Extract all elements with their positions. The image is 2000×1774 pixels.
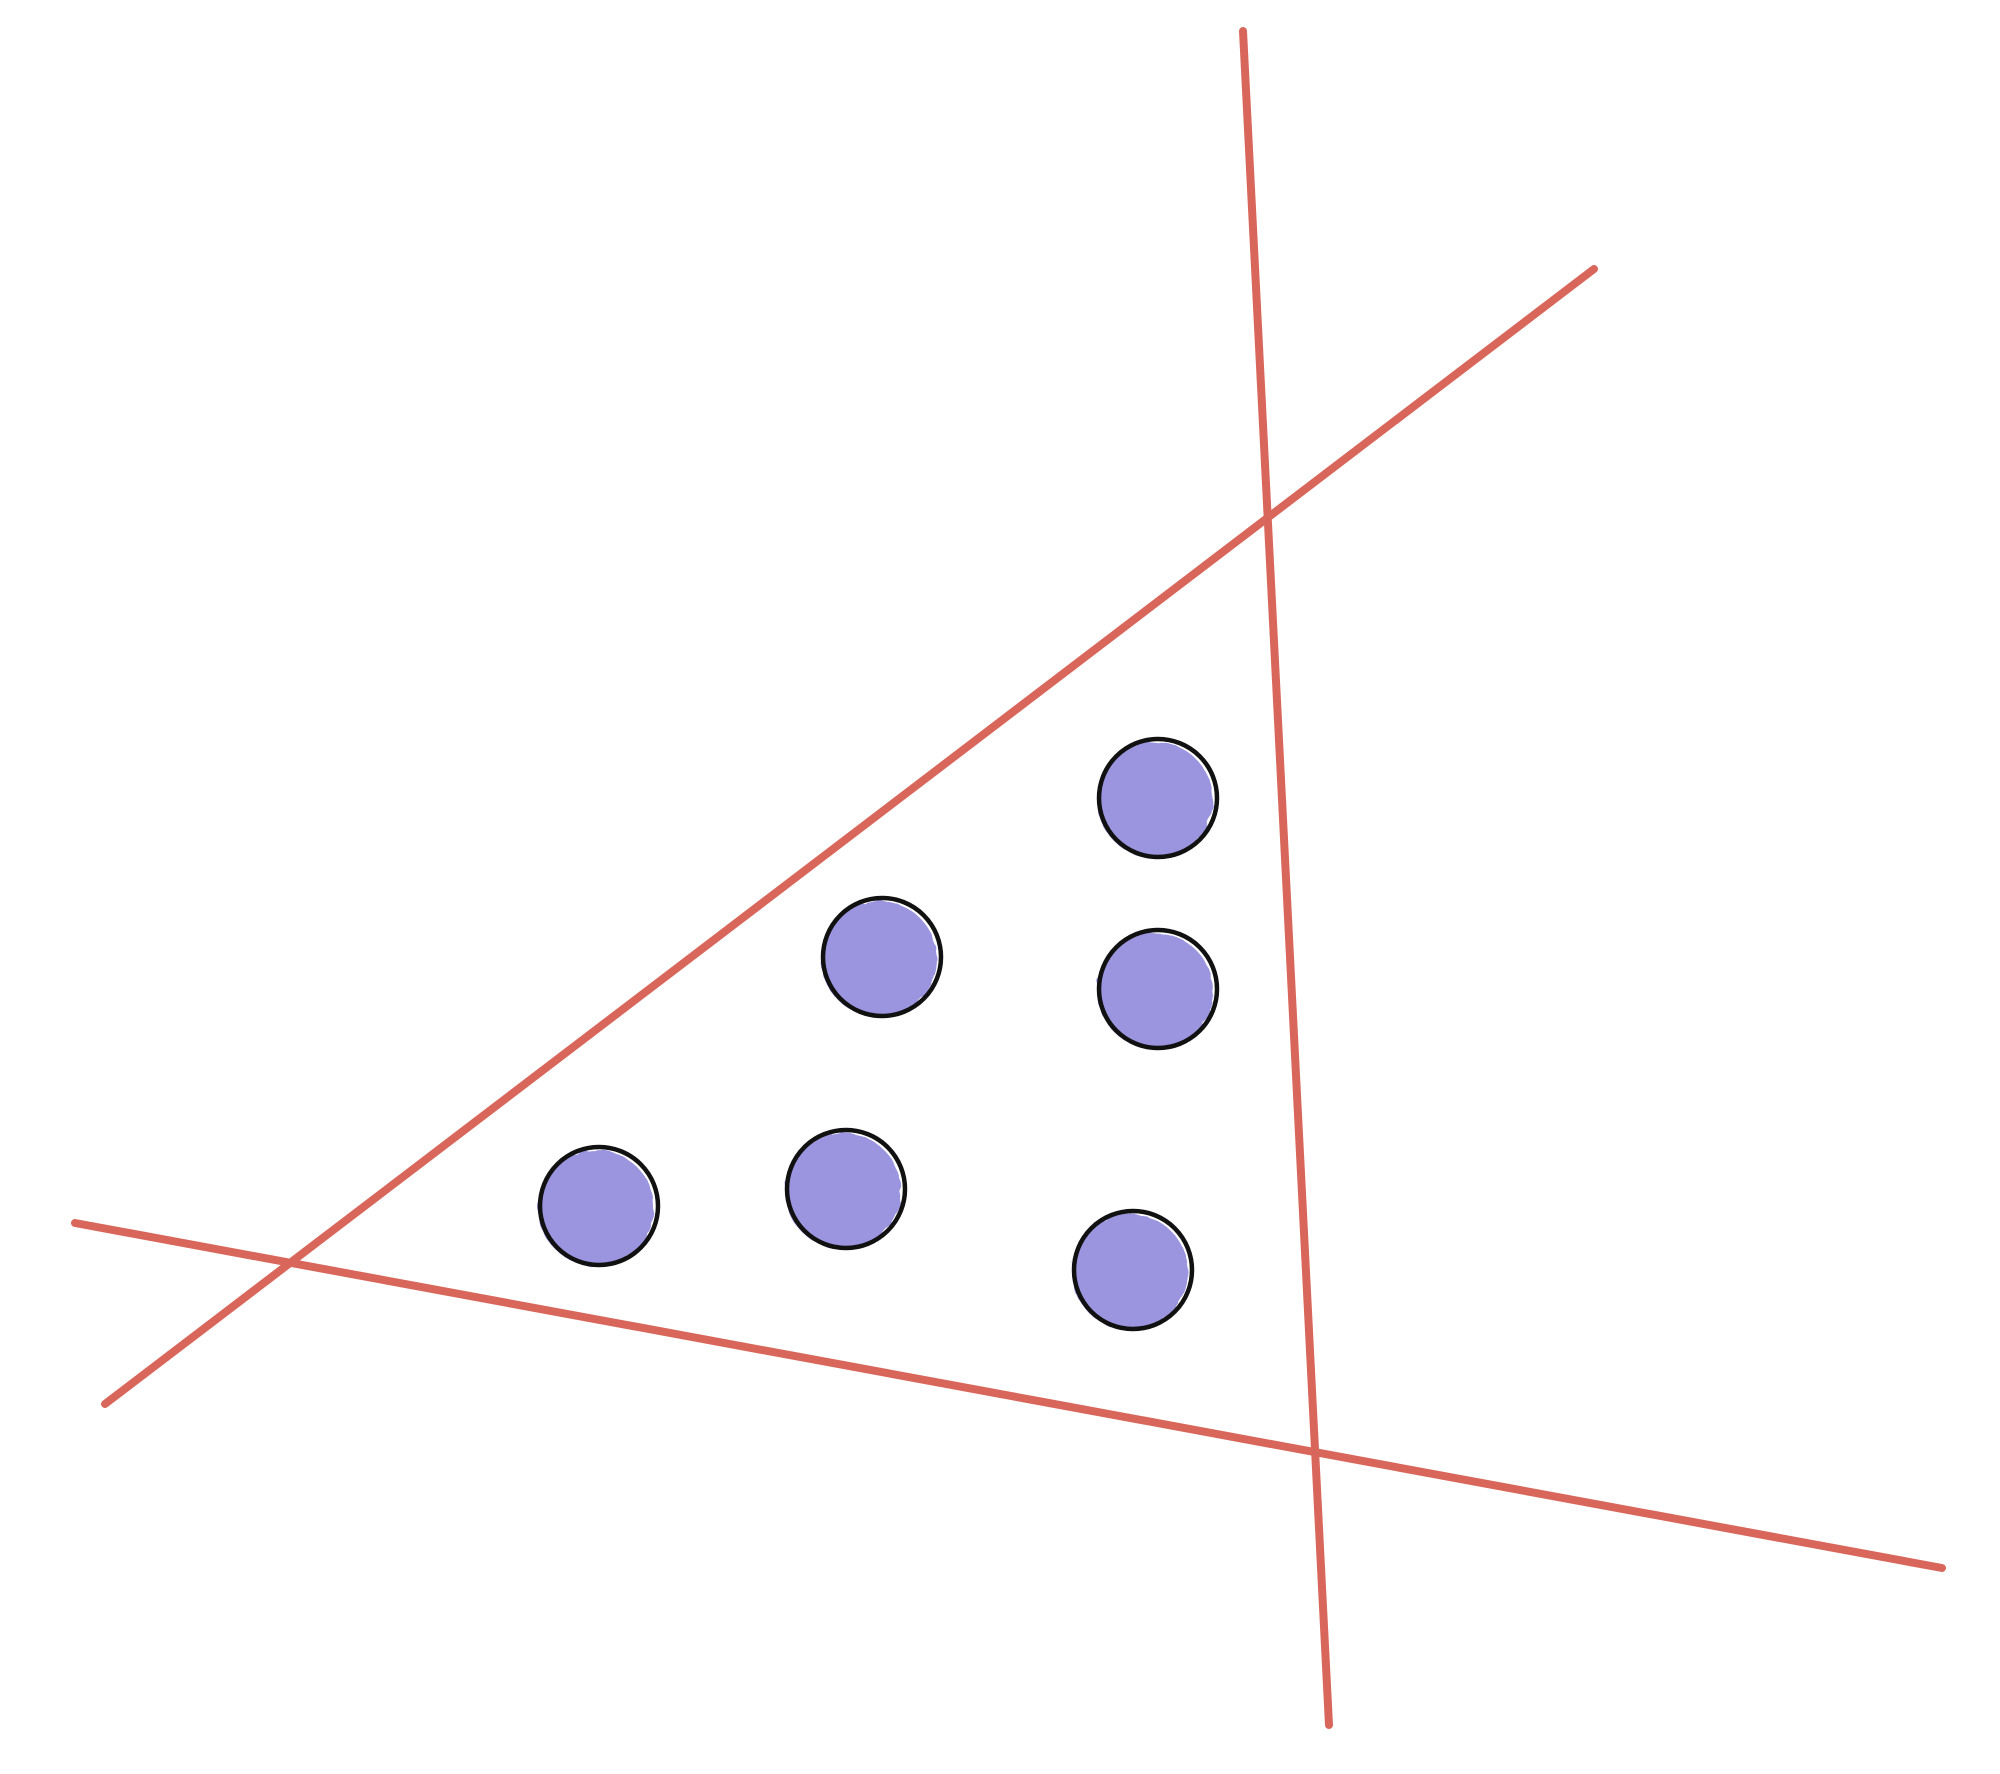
rising-diagonal-line [101, 265, 1598, 1408]
dot-top-right [1096, 736, 1220, 860]
dot-middle-left-outline [820, 895, 944, 1019]
dot-middle-right [1096, 927, 1220, 1051]
dot-bottom-left-outline [537, 1144, 661, 1268]
dot-bottom-right-fill [1072, 1214, 1188, 1330]
dot-middle-right-outline [1096, 927, 1220, 1051]
dot-middle-left-fill [821, 901, 937, 1017]
near-vertical-line [1239, 27, 1333, 1729]
dots-layer [537, 736, 1220, 1332]
dot-bottom-middle [784, 1127, 908, 1251]
dot-middle-left [820, 895, 944, 1019]
dot-top-right-fill [1097, 742, 1213, 858]
dot-top-right-outline [1096, 736, 1220, 860]
lines-layer [71, 27, 1946, 1729]
dot-bottom-left [537, 1144, 661, 1268]
dot-bottom-middle-outline [784, 1127, 908, 1251]
dot-bottom-right-outline [1071, 1208, 1195, 1332]
dot-bottom-middle-fill [785, 1133, 901, 1249]
dot-bottom-right [1071, 1208, 1195, 1332]
falling-horizontal-line [71, 1219, 1946, 1572]
dot-bottom-left-fill [538, 1150, 654, 1266]
dot-middle-right-fill [1097, 933, 1213, 1049]
